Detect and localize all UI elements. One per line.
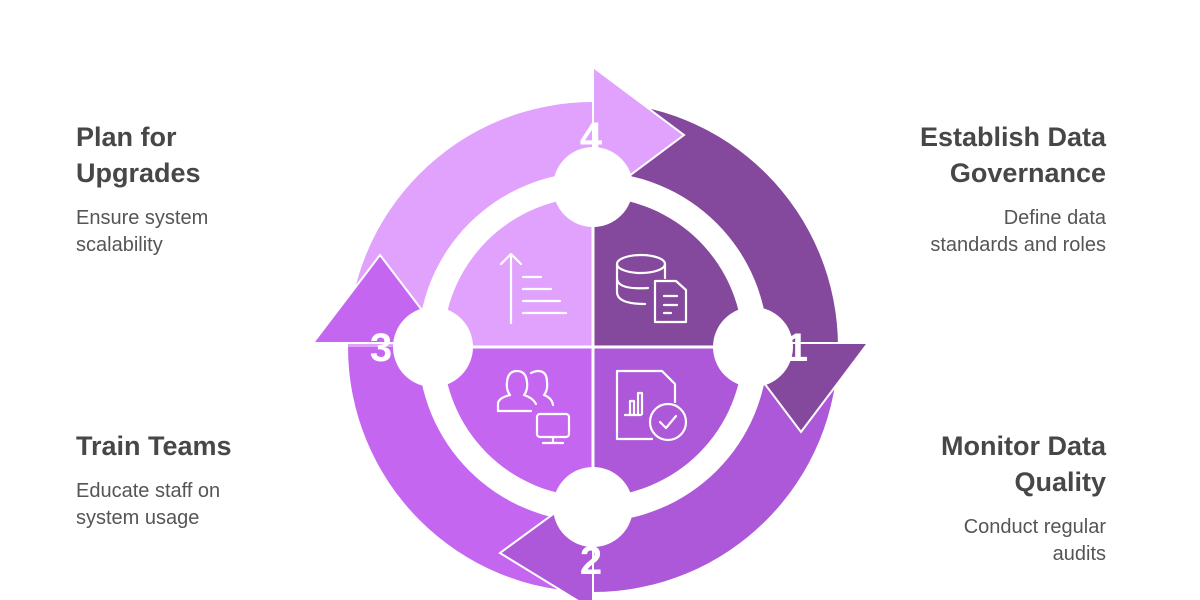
ring-segment-4	[348, 102, 593, 347]
arrow-up-bars-icon	[499, 252, 568, 325]
quadrant-4	[443, 197, 593, 347]
step-number-3: 3	[370, 326, 392, 370]
database-document-icon	[615, 253, 688, 324]
ring-segment-1	[593, 102, 838, 347]
quadrant-1	[593, 197, 743, 347]
report-check-icon	[615, 369, 688, 442]
users-monitor-icon	[496, 369, 571, 445]
step-number-4: 4	[580, 115, 603, 159]
ring-segment-2	[593, 347, 838, 592]
quadrant-2	[593, 347, 743, 497]
step-number-2: 2	[580, 539, 602, 583]
step-number-1: 1	[786, 326, 808, 370]
step-3-title: Train Teams	[76, 431, 232, 461]
quadrant-3	[443, 347, 593, 497]
